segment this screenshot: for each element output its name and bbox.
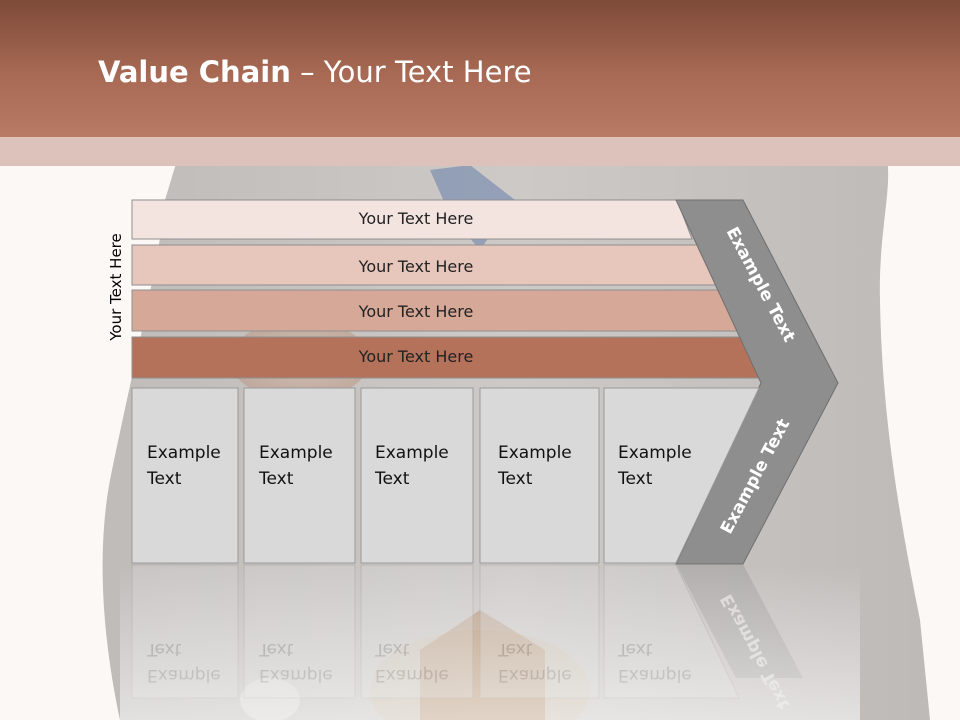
support-bar-4: Your Text Here [131, 336, 764, 379]
activity-box-3: Example Text [360, 387, 474, 564]
activity-box-shape [360, 387, 474, 564]
activity-box-line2: Text [497, 469, 533, 489]
activity-box-line1: Example [147, 443, 221, 463]
activity-box-line2: Text [258, 469, 294, 489]
slide-title-bold: Value Chain [98, 55, 291, 89]
activity-box-line2: Text [374, 469, 410, 489]
slide-title-rest: – Your Text Here [290, 55, 532, 89]
support-bar-label: Your Text Here [358, 347, 474, 366]
support-bar-2: Your Text Here [131, 244, 717, 286]
header-sub-band [0, 137, 960, 166]
activity-box-4: Example Text [479, 387, 600, 564]
support-bar-label: Your Text Here [358, 209, 474, 228]
support-bar-label: Your Text Here [358, 302, 474, 321]
support-bar-label: Your Text Here [358, 257, 474, 276]
activity-box-line1: Example [375, 443, 449, 463]
activity-box-shape [131, 387, 239, 564]
activity-box-line1: Example [618, 443, 692, 463]
activity-box-line1: Example [498, 443, 572, 463]
slide-title: Value Chain – Your Text Here [98, 55, 532, 89]
activity-box-1: Example Text [131, 387, 239, 564]
activity-box-line2: Text [617, 469, 653, 489]
activity-box-shape [243, 387, 356, 564]
side-label: Your Text Here [107, 233, 125, 341]
activity-box-line2: Text [146, 469, 182, 489]
activity-box-shape [603, 387, 760, 564]
support-bar-1: Your Text Here [131, 199, 693, 240]
activity-box-5: Example Text [603, 387, 760, 564]
support-bar-3: Your Text Here [131, 289, 740, 332]
activity-box-2: Example Text [243, 387, 356, 564]
support-bar-shape [131, 199, 693, 240]
header-band [0, 0, 960, 137]
chevron-arrow [675, 199, 839, 565]
activity-box-shape [479, 387, 600, 564]
reflection-fade [120, 566, 860, 720]
activity-box-line1: Example [259, 443, 333, 463]
